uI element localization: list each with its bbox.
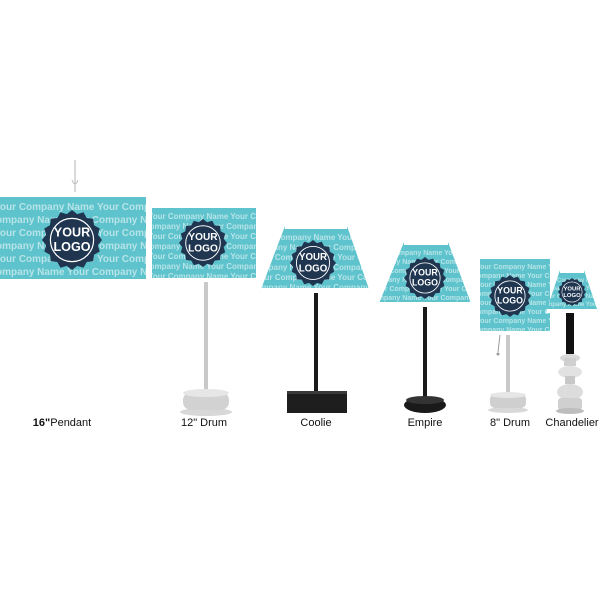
logo-text: LOGO — [53, 240, 90, 254]
caption-coolie: Coolie — [300, 417, 332, 429]
logo-seal-ring — [295, 245, 331, 281]
logo-seal-ring — [185, 225, 221, 261]
drum-12-stem — [204, 282, 208, 394]
pattern-text: Your Company Name Your Company Name Your… — [476, 264, 600, 271]
pattern-text: Your Company Name Your Company Name Your… — [0, 202, 600, 213]
caption-pendant-size: 16" — [32, 417, 51, 429]
pattern-text: Your Company Name Your Company Name Your… — [476, 318, 600, 325]
logo-text: YOUR — [497, 285, 523, 295]
coolie-lamp: Your Company Name Your Company Name Your… — [231, 226, 600, 413]
caption-drum-8: 8" Drum — [490, 417, 530, 429]
caption-pendant-type: Pendant — [50, 417, 92, 429]
pattern-text: Your Company Name Your Company Name Your… — [455, 273, 600, 280]
logo-text: YOUR — [563, 286, 581, 292]
caption-empire: Empire — [407, 417, 443, 429]
logo-text: LOGO — [563, 293, 581, 299]
logo-text: YOUR — [54, 225, 90, 239]
pattern-text: Your Company Name Your Company Name Your… — [455, 327, 600, 334]
pattern-text: Your Company Name Your Company Name Your… — [0, 267, 580, 278]
pattern-text: Your Company Name Your Company Name Your… — [351, 259, 600, 266]
chandelier-crystal-base — [556, 354, 584, 414]
logo-text: YOUR — [188, 232, 218, 243]
caption-pendant: 16"Pendant — [33, 417, 91, 429]
pattern-text: Your Company Name Your Company Name Your… — [255, 233, 600, 242]
logo-text: LOGO — [412, 278, 438, 288]
logo-seal-ring — [561, 281, 583, 303]
coolie-stem — [314, 290, 318, 394]
logo-text: LOGO — [188, 244, 218, 255]
pendant-lamp: Your Company Name Your Company Name Your… — [0, 160, 600, 284]
caption-drum-12: 12" Drum — [180, 417, 228, 429]
pattern-text: Your Company Name Your Company Name Your… — [124, 262, 600, 271]
logo-text: LOGO — [497, 296, 523, 306]
logo-text: YOUR — [412, 267, 438, 277]
chandelier-lamp: Your Company Name Your Company Name Your… — [546, 270, 598, 414]
pattern-text: Your Company Name Your Company Name Your… — [372, 250, 600, 257]
drum-12-base — [183, 392, 229, 410]
pattern-text: Your Company Name Your Company Name Your… — [148, 212, 600, 221]
drum-8-base-shadow — [488, 407, 528, 413]
logo-text: YOUR — [299, 252, 327, 263]
logo-seal-ring — [494, 280, 526, 312]
drum-8-stem — [506, 335, 510, 395]
logo-seal-ring — [409, 262, 441, 294]
drum-12-lamp: Your Company Name Your Company Name Your… — [124, 204, 600, 416]
pendant-hook — [71, 179, 79, 185]
drum-8-lamp: Your Company Name Your Company Name Your… — [455, 255, 600, 413]
logo-seal-ring — [49, 217, 95, 263]
coolie-base — [287, 391, 347, 413]
chandelier-candle-stem — [566, 312, 574, 354]
empire-lamp: Your Company Name Your Company Name Your… — [351, 242, 600, 413]
empire-stem — [423, 305, 427, 397]
caption-chandelier: Chandelier — [545, 417, 599, 429]
drum-8-pull-chain — [497, 334, 501, 353]
pattern-text: Your Company Name Your Company Name Your… — [231, 283, 600, 292]
pattern-text: Your Company Name Your Company Name Your… — [476, 336, 600, 343]
pattern-text: Your Company Name Your Company Name Your… — [148, 272, 600, 281]
logo-text: LOGO — [299, 263, 328, 274]
